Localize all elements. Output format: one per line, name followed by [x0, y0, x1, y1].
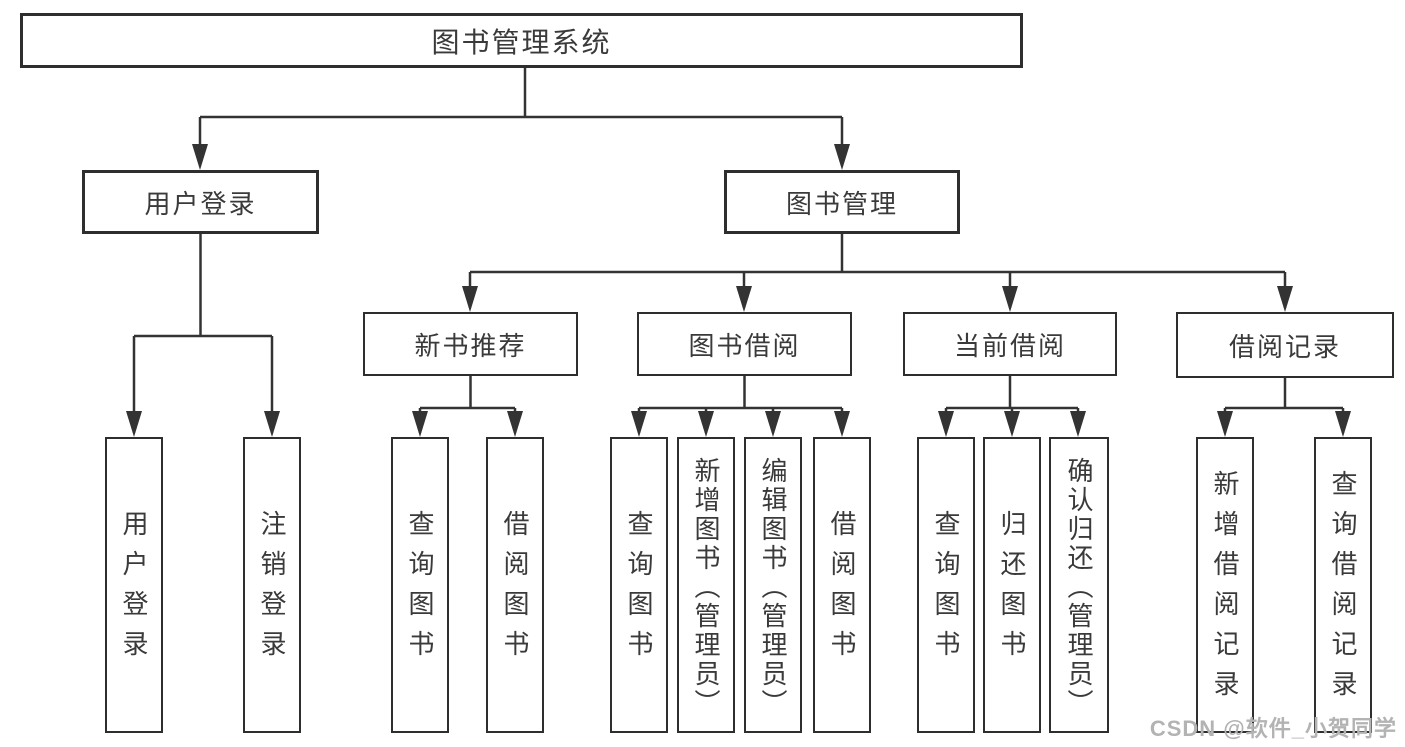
leaf-confirm-return-admin: 确认归还（管理员）: [1049, 437, 1109, 733]
leaf-user-login: 用户登录: [105, 437, 163, 733]
csdn-watermark: CSDN @软件_小贺同学: [1149, 716, 1397, 741]
node-book-management: 图书管理: [724, 170, 960, 234]
node-library-management-system: 图书管理系统: [20, 13, 1023, 68]
leaf-query-books-current: 查询图书: [917, 437, 975, 733]
leaf-logout-login: 注销登录: [243, 437, 301, 733]
node-book-borrowing: 图书借阅: [637, 312, 852, 376]
tree-trunk-lines: [134, 68, 1343, 410]
leaf-add-borrow-record: 新增借阅记录: [1196, 437, 1254, 733]
node-borrowing-records: 借阅记录: [1176, 312, 1394, 378]
leaf-query-books-recommend: 查询图书: [391, 437, 449, 733]
node-new-book-recommendation: 新书推荐: [363, 312, 578, 376]
leaf-return-book: 归还图书: [983, 437, 1041, 733]
leaf-edit-book-admin: 编辑图书（管理员）: [744, 437, 802, 733]
leaf-add-book-admin: 新增图书（管理员）: [677, 437, 735, 733]
leaf-borrow-books-recommend: 借阅图书: [486, 437, 544, 733]
leaf-borrow-books-borrowing: 借阅图书: [813, 437, 871, 733]
node-user-login: 用户登录: [82, 170, 319, 234]
node-current-borrowing: 当前借阅: [903, 312, 1117, 376]
leaf-query-books-borrowing: 查询图书: [610, 437, 668, 733]
leaf-query-borrow-record: 查询借阅记录: [1314, 437, 1372, 733]
